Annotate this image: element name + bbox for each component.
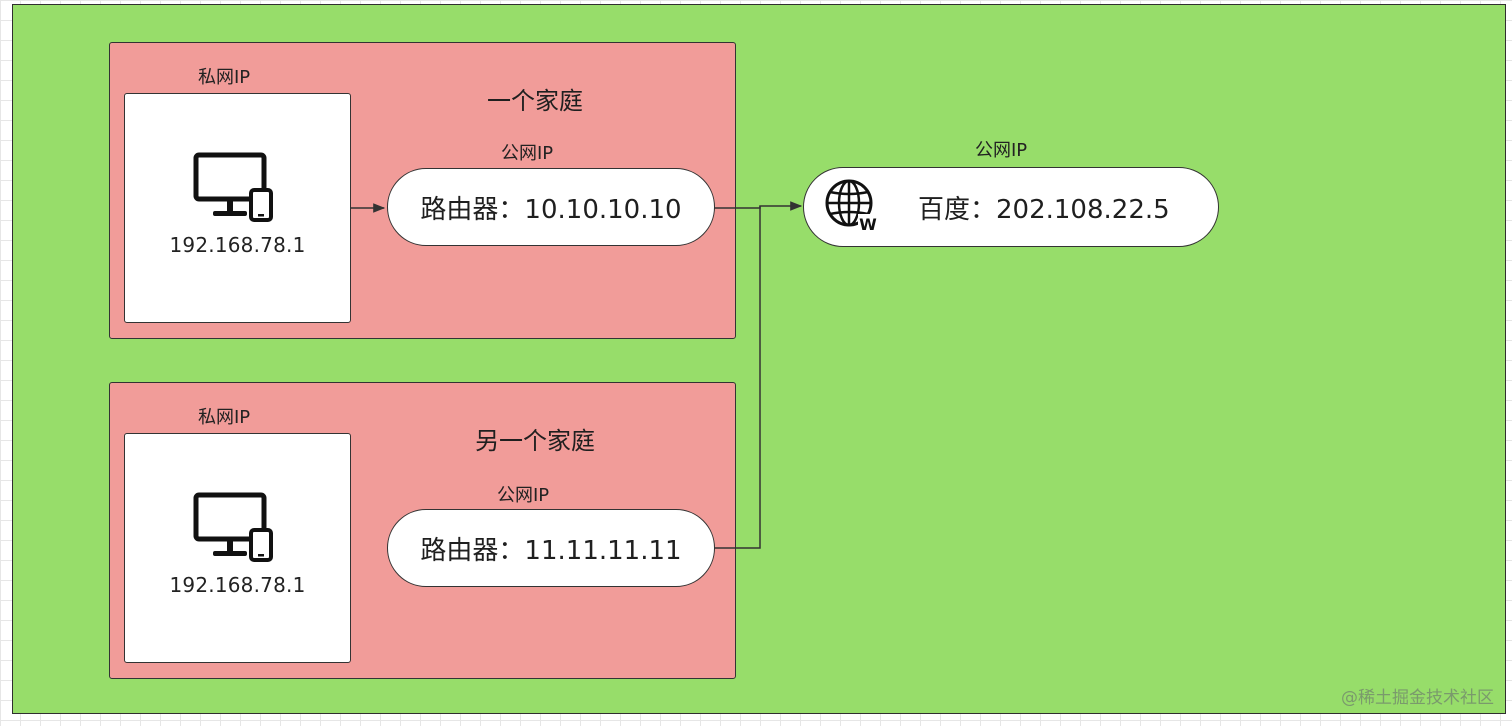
computer-phone-icon (193, 492, 273, 562)
home-region-2: 私网IP 192.168.78.1 另一个家庭 公网IP 路由器：11.11.1… (109, 382, 736, 679)
server-public-ip-label: 公网IP (975, 140, 1028, 161)
private-ip-label: 私网IP (198, 407, 251, 428)
watermark: @稀土掘金技术社区 (1341, 688, 1494, 708)
server-node: W 百度：202.108.22.5 (803, 167, 1219, 247)
device-ip-text: 192.168.78.1 (169, 233, 306, 257)
globe-icon: W (825, 179, 878, 234)
server-text: 百度：202.108.22.5 (918, 194, 1170, 225)
svg-text:W: W (859, 215, 877, 234)
public-ip-label: 公网IP (501, 143, 554, 164)
home-region-1: 私网IP 192.168.78.1 一个家庭 公网IP 路由器：10.10.10… (109, 42, 736, 339)
device-node: 192.168.78.1 (124, 93, 351, 323)
public-ip-label: 公网IP (497, 485, 550, 506)
router-node: 路由器：11.11.11.11 (387, 509, 715, 587)
router-node: 路由器：10.10.10.10 (387, 168, 715, 246)
device-ip-text: 192.168.78.1 (169, 573, 306, 597)
private-ip-label: 私网IP (198, 67, 251, 88)
home-title: 另一个家庭 (475, 427, 595, 455)
home-title: 一个家庭 (487, 87, 583, 115)
computer-phone-icon (193, 152, 273, 222)
device-node: 192.168.78.1 (124, 433, 351, 663)
